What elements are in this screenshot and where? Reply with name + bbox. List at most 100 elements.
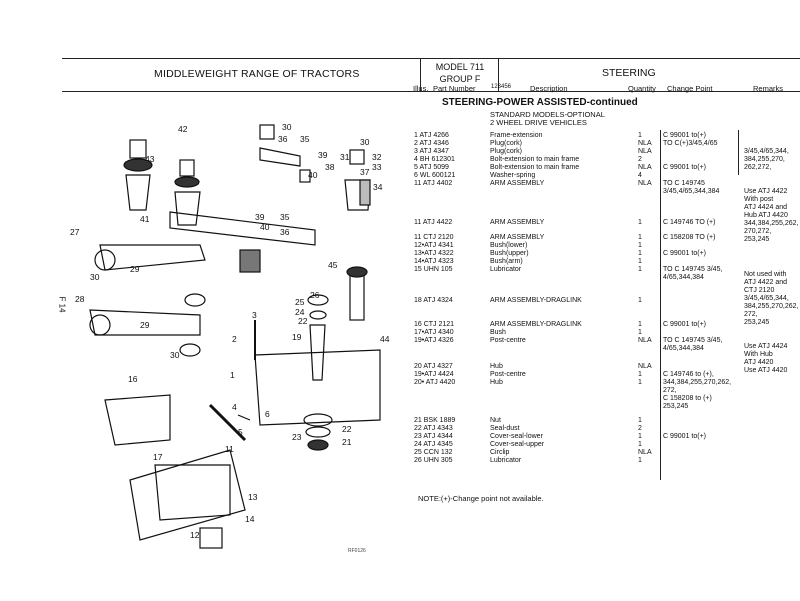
- part-description: Cover-seal-lower: [490, 433, 543, 440]
- part-description: Bolt-extension to main frame: [490, 164, 580, 171]
- diagram-part: [346, 266, 368, 278]
- part-quantity: NLA: [638, 449, 652, 456]
- part-number: 20 ATJ 4327: [414, 363, 453, 370]
- change-point: C 149746 to (+),: [663, 371, 714, 378]
- change-point: 344,384,255,270,262,: [663, 379, 732, 386]
- part-description: Hub: [490, 379, 503, 386]
- part-description: Post-centre: [490, 337, 526, 344]
- diagram-part: [184, 293, 206, 307]
- part-quantity: 1: [638, 329, 642, 336]
- callout-number: 30: [360, 137, 370, 147]
- part-quantity: NLA: [638, 164, 652, 171]
- part-number: 22 ATJ 4343: [414, 425, 453, 432]
- part-number: 11 ATJ 4422: [414, 219, 453, 226]
- remark-line: With post: [744, 196, 774, 203]
- change-point: C 99001 to(+): [663, 164, 706, 171]
- part-number: 2 ATJ 4346: [414, 140, 449, 147]
- part-description: Bush(arm): [490, 258, 523, 265]
- part-number: 11 CTJ 2120: [414, 234, 454, 241]
- header-divider: [498, 59, 499, 91]
- part-number: 18 ATJ 4324: [414, 297, 453, 304]
- part-number: 15 UHN 105: [414, 266, 453, 273]
- callout-number: 3: [252, 310, 257, 320]
- part-quantity: 1: [638, 457, 642, 464]
- diagram-part: [299, 169, 311, 183]
- change-point: 4/65,344,384: [663, 345, 704, 352]
- diagram-part: [359, 179, 371, 206]
- callout-number: 26: [310, 290, 320, 300]
- part-number: 26 UHN 305: [414, 457, 453, 464]
- callout-number: 30: [170, 350, 180, 360]
- remark-line: 384,255,270,262,: [744, 303, 799, 310]
- callout-number: 13: [248, 492, 258, 502]
- change-point: TO C(+)3/45,4/65: [663, 140, 718, 147]
- section-label: STEERING: [602, 67, 656, 79]
- part-description: ARM ASSEMBLY: [490, 234, 545, 241]
- change-point: TO C 149745: [663, 180, 705, 187]
- part-quantity: 1: [638, 371, 642, 378]
- callout-number: 45: [328, 260, 338, 270]
- callout-number: 19: [292, 332, 302, 342]
- callout-number: 24: [295, 307, 305, 317]
- part-quantity: 4: [638, 172, 642, 179]
- diagram-part: [174, 191, 201, 226]
- part-number: 3 ATJ 4347: [414, 148, 449, 155]
- part-description: Lubricator: [490, 457, 522, 464]
- part-quantity: 1: [638, 234, 642, 241]
- change-point: C 99001 to(+): [663, 250, 706, 257]
- footnote: NOTE:(+)-Change point not available.: [418, 494, 544, 503]
- remark-line: 344,384,255,262,: [744, 220, 799, 227]
- part-quantity: 1: [638, 321, 642, 328]
- callout-number: 14: [245, 514, 255, 524]
- part-number: 4 BH 612301: [414, 156, 455, 163]
- col-quantity: Quantity: [628, 84, 656, 93]
- diagram-part: [179, 159, 195, 177]
- remark-line: With Hub: [744, 351, 773, 358]
- remark-line: 384,255,270,: [744, 156, 785, 163]
- part-quantity: 1: [638, 379, 642, 386]
- change-point: TO C 149745 3/45,: [663, 266, 723, 273]
- diagram-part: [309, 310, 327, 320]
- section-title: STEERING-POWER ASSISTED-continued: [442, 97, 638, 108]
- part-description: Plug(cork): [490, 140, 522, 147]
- part-description: Bolt-extension to main frame: [490, 156, 580, 163]
- callout-number: 21: [342, 437, 352, 447]
- remark-line: Use ATJ 4422: [744, 188, 788, 195]
- part-quantity: 1: [638, 132, 642, 139]
- change-point: C 149746 TO (+): [663, 219, 716, 226]
- col-illus: Illus.: [413, 84, 429, 93]
- diagram-part: [259, 147, 301, 167]
- post-centre: [309, 324, 326, 381]
- header-divider: [420, 59, 421, 91]
- part-quantity: NLA: [638, 140, 652, 147]
- diagram-part: [259, 124, 275, 140]
- remark-line: 3/45,4/65,344,: [744, 148, 789, 155]
- callout-number: 17: [153, 452, 163, 462]
- part-quantity: 1: [638, 297, 642, 304]
- callout-number: 23: [292, 432, 302, 442]
- callout-number: 39: [255, 212, 265, 222]
- callout-number: 30: [90, 272, 100, 282]
- callout-number: 25: [295, 297, 305, 307]
- remark-line: ATJ 4422 and: [744, 279, 788, 286]
- part-description: ARM ASSEMBLY-DRAGLINK: [490, 321, 582, 328]
- remark-line: 253,245: [744, 236, 770, 243]
- callout-number: 28: [75, 294, 85, 304]
- model-group-box: MODEL 711 GROUP F: [424, 61, 496, 85]
- part-description: ARM ASSEMBLY-DRAGLINK: [490, 297, 582, 304]
- diagram-part: [303, 413, 333, 427]
- part-quantity: 1: [638, 417, 642, 424]
- change-point: TO C 149745 3/45,: [663, 337, 723, 344]
- callout-number: 34: [373, 182, 383, 192]
- callout-number: 39: [318, 150, 328, 160]
- callout-number: 32: [372, 152, 382, 162]
- diagram-part: [307, 439, 329, 451]
- part-description: Post-centre: [490, 371, 526, 378]
- part-number: 17•ATJ 4340: [414, 329, 454, 336]
- remarks-bracket: [738, 130, 739, 175]
- callout-number: 31: [340, 152, 350, 162]
- print-stamp: RF0126: [348, 548, 366, 554]
- part-description: Washer-spring: [490, 172, 536, 179]
- diagram-part: [349, 149, 365, 165]
